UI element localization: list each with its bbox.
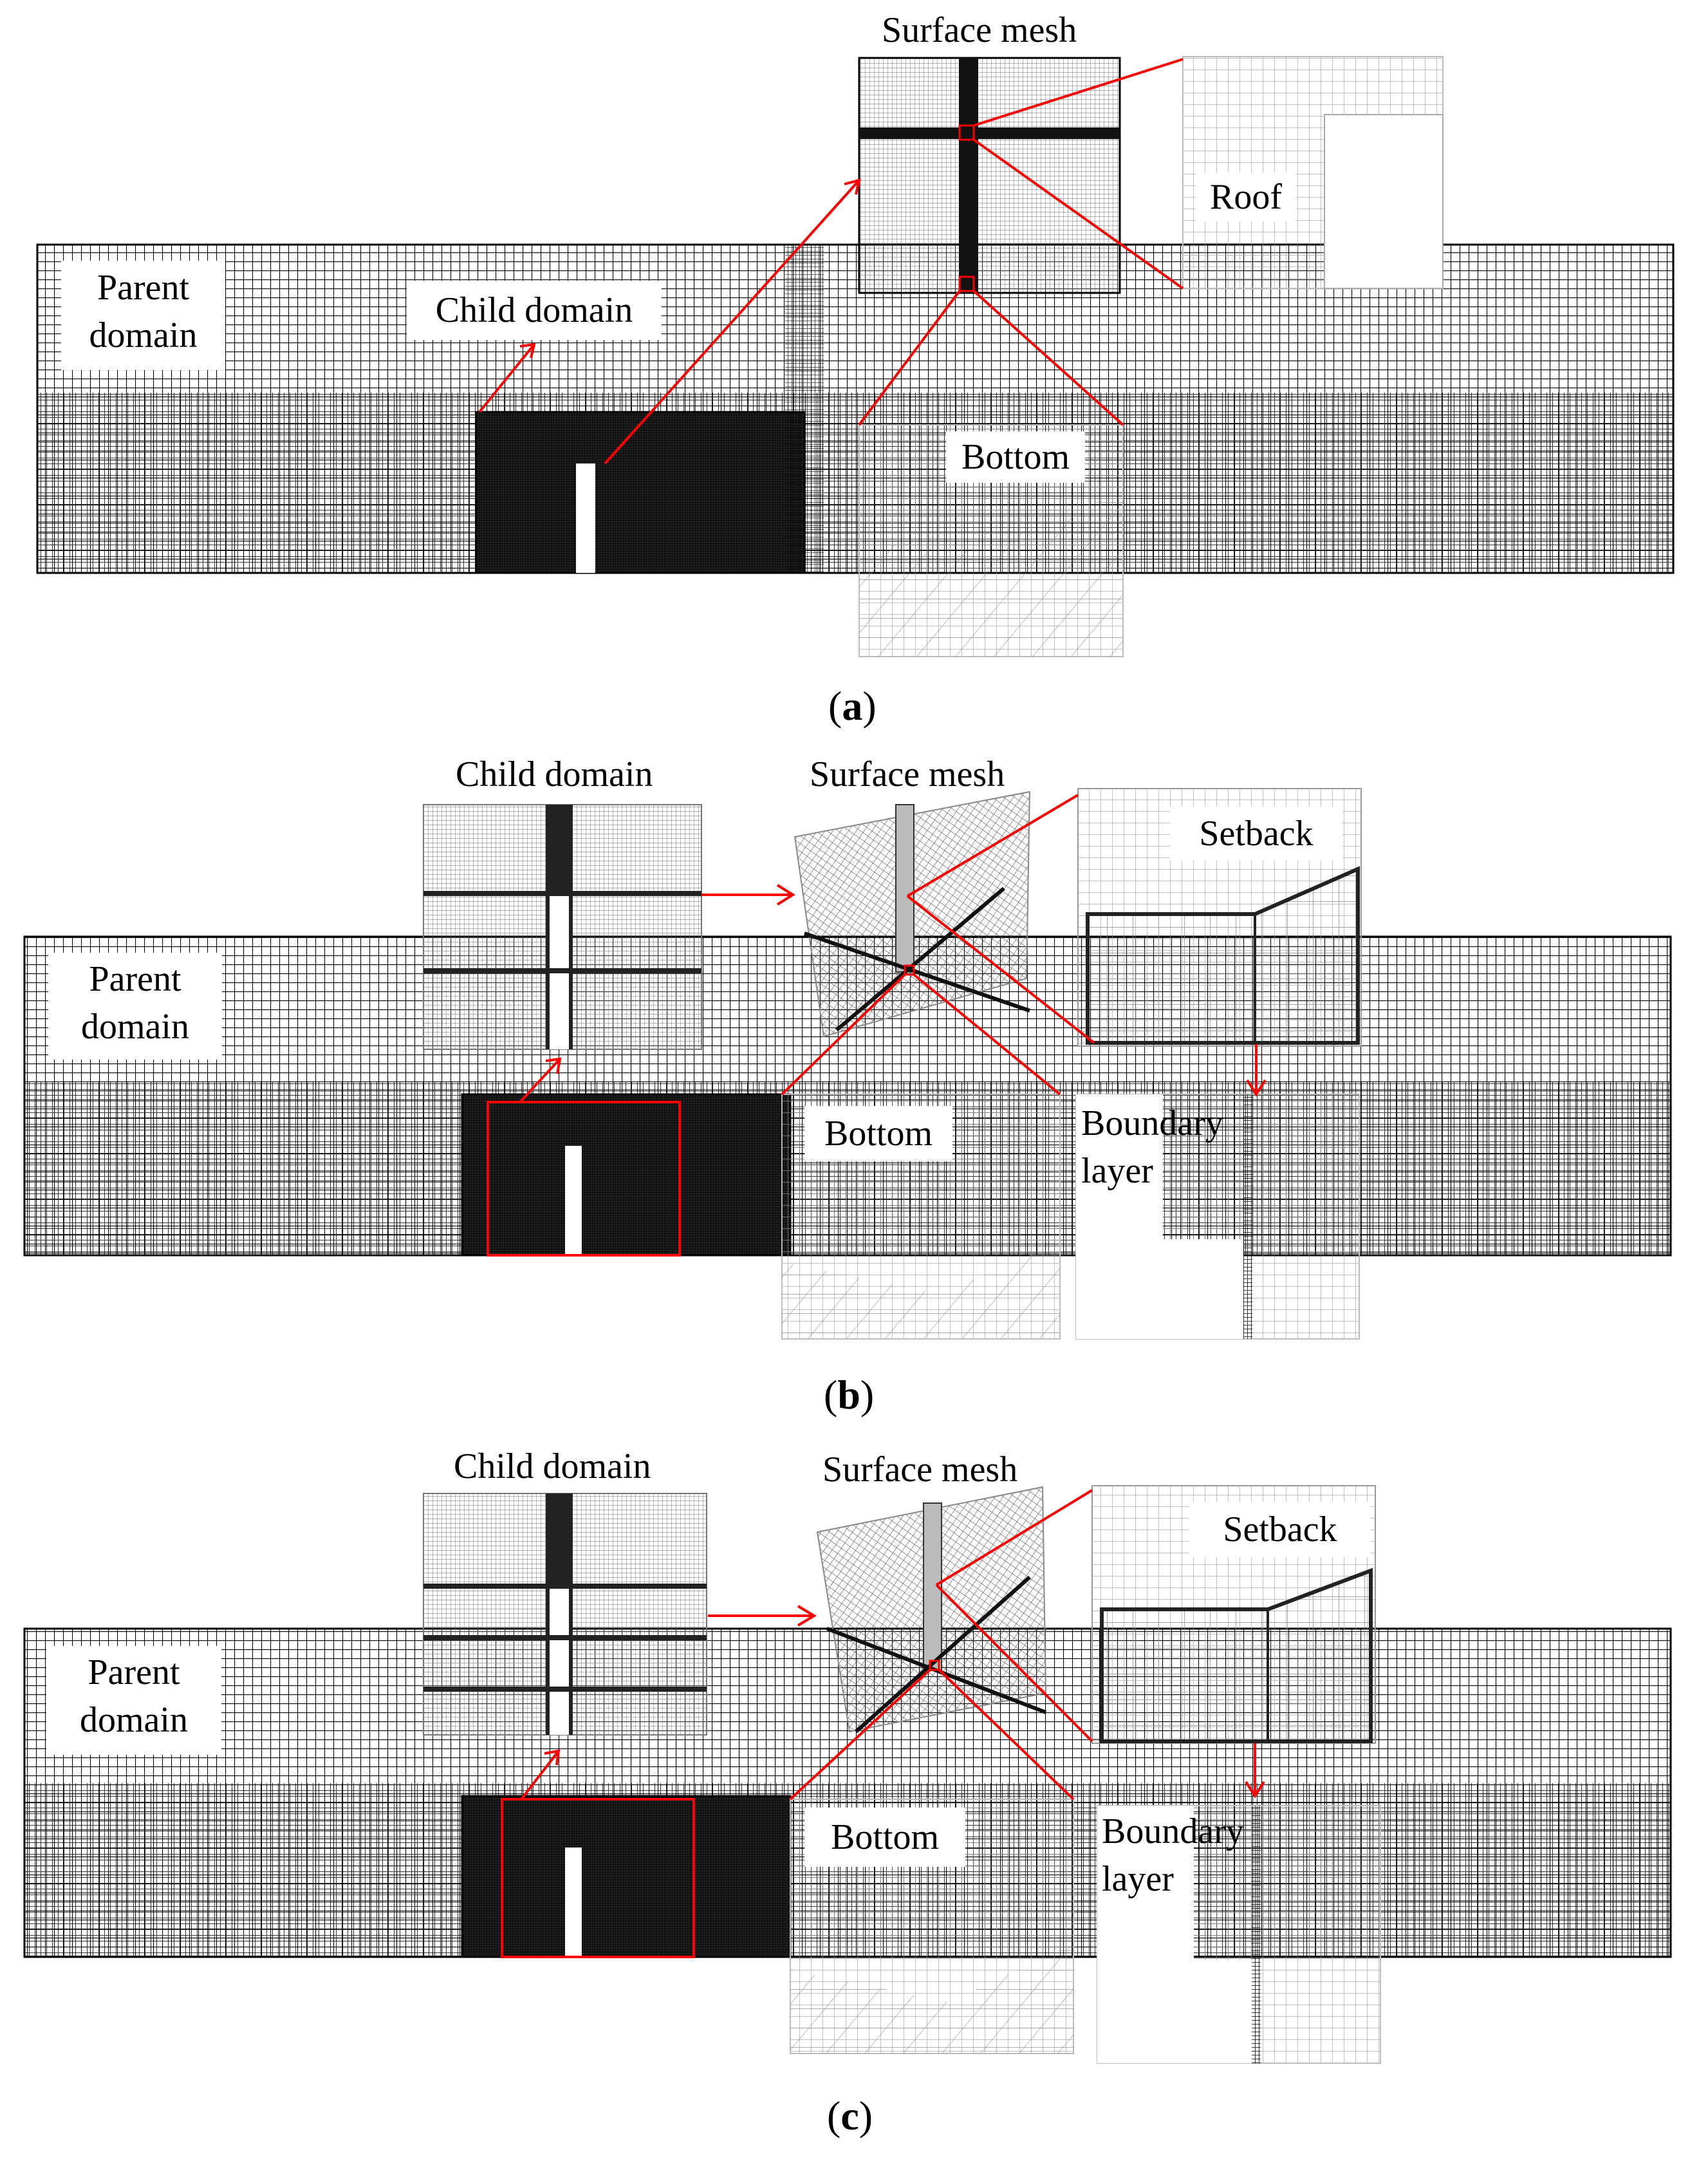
boundary-line2-c: layer <box>1102 1859 1174 1899</box>
bottom-marker-b <box>904 964 915 976</box>
bottom-marker-c <box>929 1660 940 1671</box>
boundary-dense-c <box>1252 1806 1261 2063</box>
child-domain-b <box>461 1093 792 1257</box>
refinement-column-a <box>785 245 824 573</box>
child-domain-c <box>461 1795 792 1958</box>
parent-domain-line1-b: Parent <box>89 959 181 999</box>
child-zoom-line2-b <box>423 968 701 973</box>
surface-cross-a <box>859 127 1120 139</box>
boundary-building2-b <box>1076 1239 1243 1339</box>
parent-domain-line1-a: Parent <box>97 268 190 308</box>
child-zoom-line3-c <box>423 1687 707 1692</box>
caption-letter-b: b <box>837 1372 860 1417</box>
roof-label-a: Roof <box>1196 173 1296 221</box>
parent-domain-line1-c: Parent <box>88 1652 180 1692</box>
roof-marker-a <box>958 124 975 141</box>
parent-domain-label-b: Parent domain <box>48 953 222 1060</box>
caption-letter-a: a <box>842 683 863 729</box>
panel-a <box>36 56 1675 657</box>
boundary-layer-label-c: Boundary layer <box>1102 1808 1269 1904</box>
bottom-label-a: Bottom <box>946 431 1085 483</box>
setback-label-b: Setback <box>1170 807 1342 861</box>
parent-domain-line2-b: domain <box>81 1007 189 1047</box>
bottom-marker-a <box>958 276 975 292</box>
parent-domain-label-c: Parent domain <box>46 1646 221 1755</box>
child-zoom-line2-c <box>423 1635 707 1640</box>
axis-1-b <box>804 931 1030 1013</box>
surface-mesh-label-b: Surface mesh <box>810 754 1005 794</box>
caption-a: (a) <box>828 683 877 729</box>
boundary-building-b <box>1076 1094 1163 1239</box>
tower-b <box>895 804 914 973</box>
boundary-dense-b <box>1243 1094 1252 1339</box>
child-zoom-line1-b <box>423 891 701 896</box>
boundary-layer-label-b: Boundary layer <box>1081 1099 1249 1196</box>
panel-b <box>23 788 1672 1340</box>
boundary-building2-c <box>1097 1960 1252 2063</box>
axis-2-b <box>835 886 1005 1032</box>
child-building-b <box>565 1146 582 1255</box>
child-zoom-line1-c <box>423 1584 707 1589</box>
bottom-label-c: Bottom <box>804 1808 965 1867</box>
boundary-line1-c: Boundary <box>1102 1811 1244 1851</box>
child-domain-a <box>475 411 806 574</box>
caption-c: (c) <box>827 2093 873 2138</box>
caption-letter-c: c <box>840 2093 859 2138</box>
roof-building-a <box>1324 114 1443 289</box>
connectors-b <box>519 794 1267 1103</box>
surface-building-a <box>959 58 978 293</box>
surface-mesh-label-c: Surface mesh <box>822 1450 1018 1490</box>
bottom-floor-a <box>859 489 1123 657</box>
child-domain-label-a: Child domain <box>407 281 662 340</box>
boundary-line1-b: Boundary <box>1081 1103 1223 1143</box>
parent-domain-label-a: Parent domain <box>61 261 225 370</box>
panel-c <box>23 1485 1672 2064</box>
child-red-box-c <box>501 1798 695 1958</box>
child-red-box-b <box>487 1101 681 1257</box>
child-zoom-building-white-c <box>550 1584 569 1735</box>
child-building-c <box>565 1848 582 1957</box>
bottom-floor-c <box>790 1944 1073 2053</box>
bottom-floor-b <box>782 1242 1060 1339</box>
axis-2-c <box>855 1575 1031 1734</box>
parent-domain-line2-a: domain <box>89 315 198 355</box>
connectors-c <box>520 1489 1265 1801</box>
setback-label-c: Setback <box>1189 1502 1371 1557</box>
child-domain-title-c: Child domain <box>454 1446 651 1486</box>
child-domain-title-b: Child domain <box>456 754 653 794</box>
surface-mesh-label-a: Surface mesh <box>882 10 1077 50</box>
surface-mesh-inset-a <box>858 57 1121 294</box>
boundary-line2-b: layer <box>1081 1151 1153 1191</box>
child-building-a <box>576 463 595 573</box>
parent-domain-line2-c: domain <box>80 1700 188 1740</box>
bottom-label-b: Bottom <box>804 1106 952 1161</box>
parent-domain-near-ground-a <box>37 393 1673 573</box>
connectors-a <box>478 58 1184 465</box>
boundary-building-c <box>1097 1806 1194 1960</box>
caption-b: (b) <box>824 1372 875 1417</box>
